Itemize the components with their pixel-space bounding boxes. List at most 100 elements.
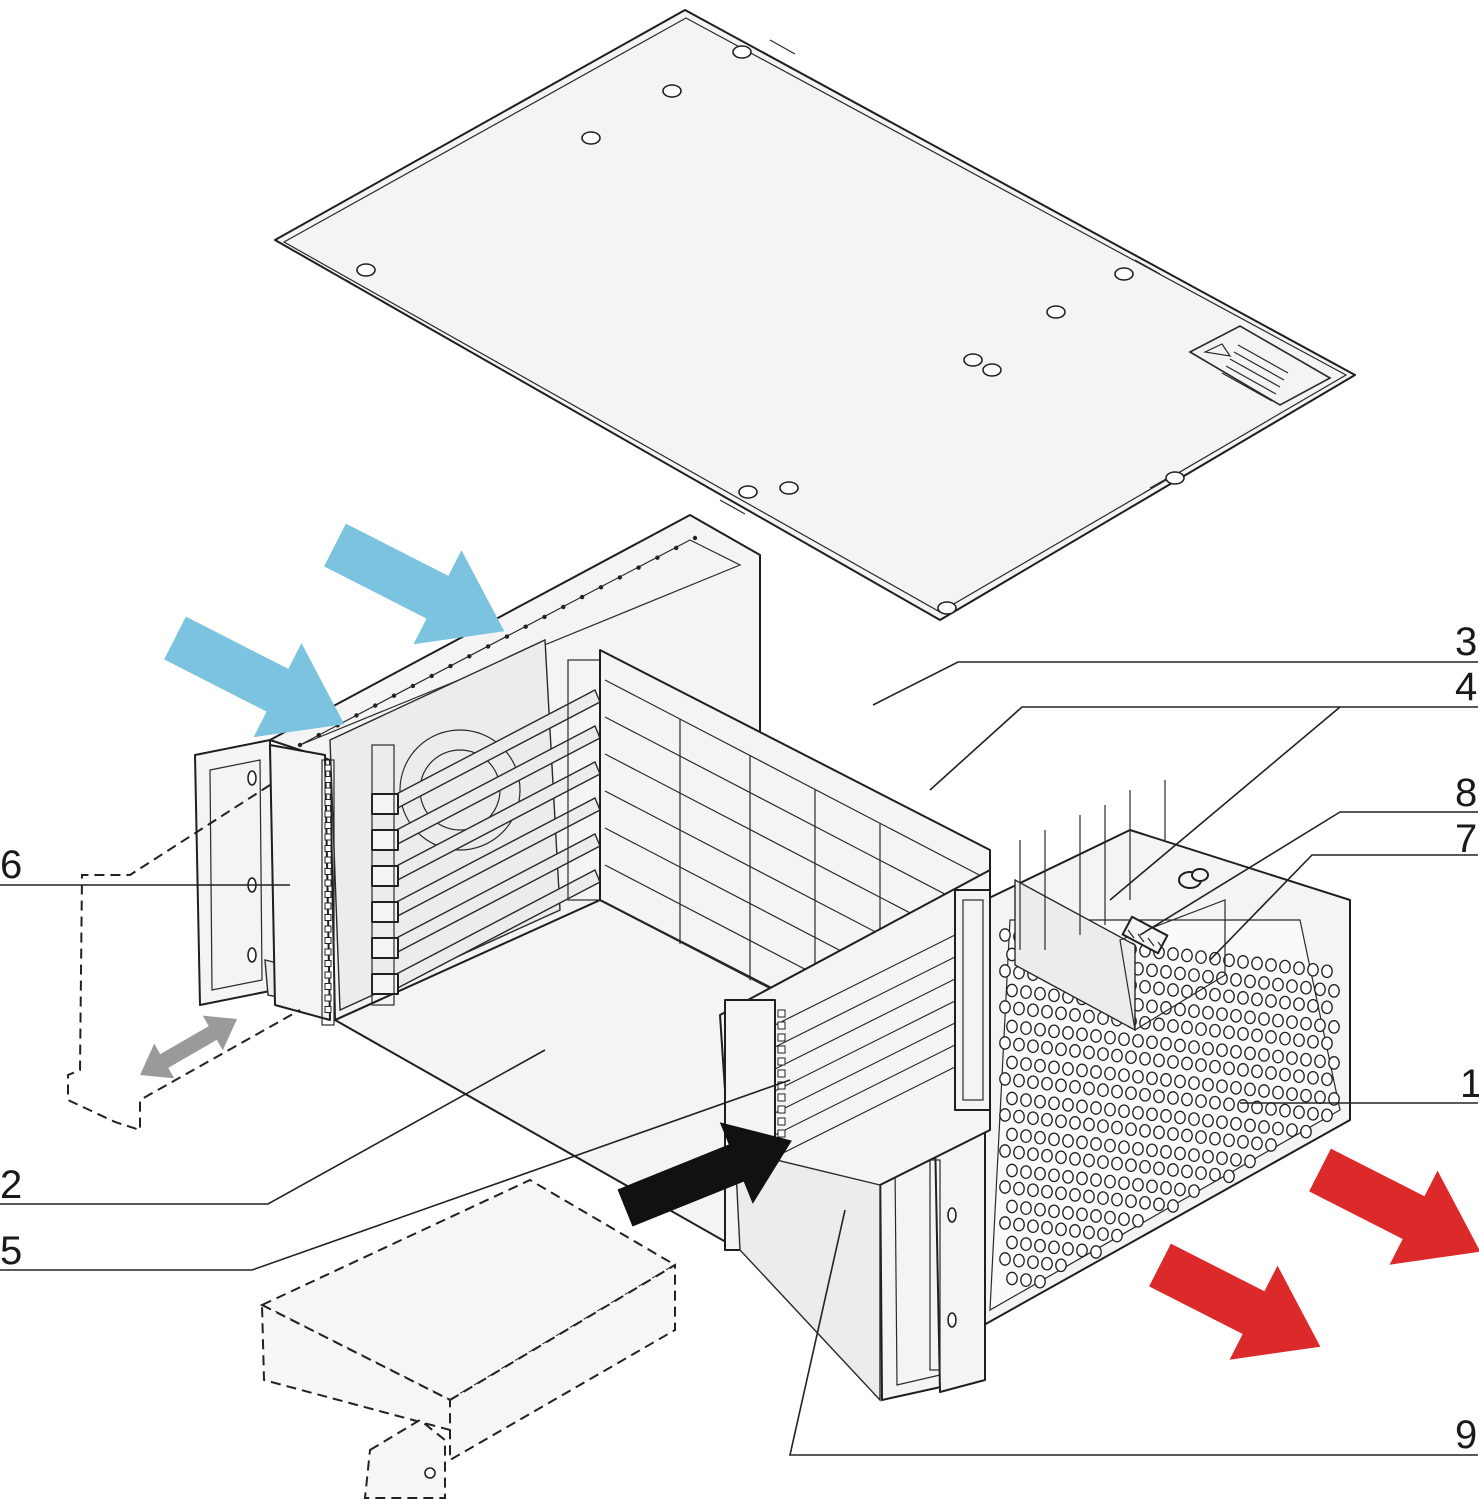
wall-row-line [604,679,986,879]
vent-hole [1167,1163,1179,1177]
vent-hole [1328,1020,1340,1034]
vent-hole [1237,991,1249,1005]
vent-hole [1202,1005,1214,1020]
right-side-housing [974,780,1351,1331]
vent-hole [1104,1138,1116,1153]
vent-hole [1167,1091,1179,1105]
slot-hole [777,1033,786,1042]
vent-hole [1069,1044,1081,1058]
vent-hole [1230,1044,1242,1059]
vent-hole [1237,1099,1249,1113]
vent-hole [1195,1166,1207,1180]
vent-hole [1034,1166,1046,1181]
vent-hole [1314,982,1326,997]
airflow-in-arrow-shape [324,523,505,645]
slot-hole [324,810,332,818]
vent-hole [1013,1037,1025,1052]
vent-hole [1279,959,1291,974]
vent-hole [1118,1140,1130,1155]
vent-hole [1307,1106,1319,1121]
vent-dot [542,614,547,620]
slot-hole [777,1009,786,1018]
vent-hole [1006,983,1018,998]
vent-hole [1223,1025,1235,1040]
vent-hole [1300,1124,1312,1139]
vent-hole [1020,1237,1032,1251]
vent-hole [1076,1027,1088,1042]
vent-hole [1076,1243,1088,1258]
vent-hole [1244,1082,1256,1097]
vent-hole [1055,1006,1067,1021]
vent-hole [1027,1111,1039,1126]
vent-hole [1195,1022,1207,1036]
vent-hole [1139,979,1151,994]
callout-numbers: 3 4 8 7 6 1 2 5 9 [0,620,1479,1457]
vent-hole [1265,1138,1277,1152]
vent-hole [1118,1212,1130,1227]
vent-hole [1251,1028,1263,1043]
left-rack-ear [194,739,335,1026]
vent-hole [1055,1222,1067,1237]
vent-hole [1020,985,1032,999]
vent-hole [1223,989,1235,1004]
slot-hole [324,845,332,852]
vent-hole [1034,1094,1046,1109]
vent-hole [1223,1169,1235,1184]
vent-hole [1097,1083,1109,1097]
leader-9 [789,1209,1478,1456]
vent-hole [1223,953,1235,968]
vent-hole [1167,947,1179,961]
slide-direction-arrow [140,1015,237,1079]
vent-hole [1230,1152,1242,1167]
vent-hole [1195,950,1207,964]
optional-side-panel-dashed [67,784,301,1132]
vent-hole [1286,1051,1298,1065]
slot-hole [324,937,332,944]
vent-hole [1153,1125,1165,1140]
vent-hole [1153,1197,1165,1212]
vent-hole [1321,1000,1333,1015]
slot-hole [324,787,332,795]
vent-hole [1055,1078,1067,1093]
callout-3: 3 [1455,620,1477,664]
leader-4 [929,706,1478,791]
vent-hole [1013,1001,1025,1016]
vent-hole [1167,1019,1179,1033]
vent-hole [1006,1163,1018,1178]
vent-hole [1090,1101,1102,1115]
vent-hole [1167,1199,1179,1213]
vent-hole [1272,1121,1284,1136]
vent-hole [1153,1017,1165,1032]
vent-hole [1237,1063,1249,1077]
vent-dot [410,683,416,689]
slot-hole [324,1006,332,1013]
vent-hole [1258,1012,1270,1026]
vent-hole [1041,1184,1053,1199]
vent-hole [1083,1081,1095,1096]
vent-hole [1013,1181,1025,1196]
insert-arrow [617,1122,792,1227]
vent-hole [1090,1209,1102,1223]
vent-hole [1069,1116,1081,1130]
vent-hole [1153,1089,1165,1104]
vent-hole [1020,1273,1032,1287]
vent-dot [316,732,321,738]
vent-dot [373,703,378,708]
terminal-block [1121,915,1169,955]
slot-hole [324,914,332,921]
vent-hole [1034,1130,1046,1145]
vent-hole [1146,1035,1158,1050]
vent-hole [1027,1147,1039,1162]
vent-hole [1265,994,1277,1008]
vent-hole [1167,983,1179,997]
vent-hole [1034,1274,1046,1289]
vent-dot [504,634,510,639]
vent-hole [1181,1020,1193,1035]
vent-hole [999,1252,1011,1266]
vent-hole [1034,986,1046,1001]
vent-hole [1076,1207,1088,1222]
insert-direction-arrow [617,1122,792,1227]
vent-hole [1181,948,1193,963]
airflow-in-arrow [324,523,505,645]
vent-hole [1307,1034,1319,1049]
